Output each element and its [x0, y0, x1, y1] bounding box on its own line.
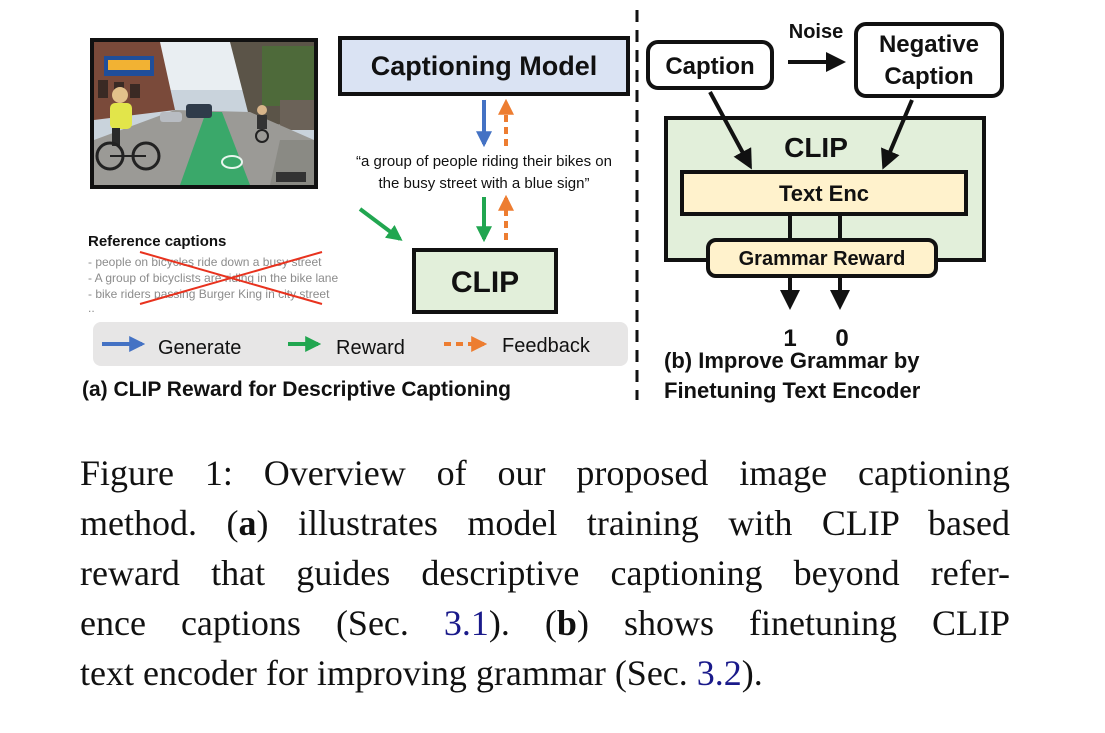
panel-b: Caption Noise Negative Caption CLIP Text…	[646, 21, 1004, 403]
caption-box	[646, 40, 774, 90]
street-photo	[90, 38, 318, 189]
caption-label: Caption	[665, 53, 754, 80]
text-enc-box	[680, 170, 968, 216]
caption-panel-b-ref: b	[556, 603, 577, 643]
reward-arrow-image	[358, 207, 403, 241]
generated-caption-line1: “a group of people riding their bikes on	[356, 153, 612, 170]
caption-line-4-mid: ). (	[488, 603, 557, 643]
reference-captions-title: Reference captions	[88, 233, 226, 250]
clip-label-b: CLIP	[784, 132, 848, 163]
legend-generate-label: Generate	[158, 337, 241, 359]
text-enc-label: Text Enc	[779, 181, 869, 206]
caption-to-encoder-arrow	[708, 91, 752, 170]
caption-panel-a-ref: a	[238, 503, 257, 543]
panel-a-title: (a) CLIP Reward for Descriptive Captioni…	[82, 378, 511, 401]
caption-line-4: ence captions (Sec. 3.1). (b) shows fine…	[80, 598, 1010, 648]
caption-line-2: method. (a) illustrates model training w…	[80, 498, 1010, 548]
figure-caption: Figure 1: Overview of our proposed image…	[80, 448, 1010, 698]
output-zero-label: 0	[835, 325, 848, 352]
output-one-label: 1	[783, 325, 796, 352]
caption-line-4-pre: ence captions (Sec.	[80, 603, 444, 643]
section-3-2-link[interactable]: 3.2	[696, 653, 742, 693]
section-3-1-link[interactable]: 3.1	[443, 603, 489, 643]
clip-box-a	[412, 248, 558, 314]
strike-line-2	[139, 251, 323, 305]
reference-caption-2: - A group of bicyclists are riding in th…	[88, 271, 338, 285]
panel-a: Captioning Model “a group of people ridi…	[82, 36, 630, 401]
negative-caption-box	[854, 22, 1004, 98]
panel-b-title-line1: (b) Improve Grammar by	[664, 348, 920, 373]
reference-caption-1: - people on bicycles ride down a busy st…	[88, 255, 322, 269]
captioning-model-label: Captioning Model	[371, 51, 597, 81]
caption-line-4-post: ) shows finetuning CLIP	[576, 603, 1010, 643]
caption-line-2-post: ) illustrates model training with CLIP b…	[256, 503, 1010, 543]
clip-label-a: CLIP	[451, 266, 519, 299]
grammar-reward-box	[706, 238, 938, 278]
caption-line-5: text encoder for improving grammar (Sec.…	[80, 648, 1010, 698]
legend-reward-label: Reward	[336, 337, 405, 359]
negative-caption-line2: Caption	[884, 63, 973, 90]
noise-label: Noise	[789, 21, 843, 43]
reference-caption-ellipsis: ..	[88, 301, 95, 315]
grammar-reward-label: Grammar Reward	[739, 248, 906, 270]
captioning-model-box	[338, 36, 630, 96]
reference-caption-3: - bike riders passing Burger King in cit…	[88, 287, 330, 301]
negative-to-encoder-arrow	[881, 99, 914, 170]
caption-line-3: reward that guides descriptive captionin…	[80, 553, 1010, 593]
caption-line-5-post: ).	[741, 653, 763, 693]
caption-line-2-pre: method. (	[80, 503, 239, 543]
overview-figure: Captioning Model “a group of people ridi…	[82, 10, 1004, 403]
legend-feedback-label: Feedback	[502, 335, 591, 357]
caption-line-1: Figure 1: Overview of our proposed image…	[80, 453, 1010, 493]
generated-caption-line2: the busy street with a blue sign”	[379, 175, 590, 192]
legend-box	[93, 322, 628, 366]
caption-line-5-pre: text encoder for improving grammar (Sec.	[80, 653, 697, 693]
negative-caption-line1: Negative	[879, 31, 979, 58]
panel-b-title-line2: Finetuning Text Encoder	[664, 378, 921, 403]
